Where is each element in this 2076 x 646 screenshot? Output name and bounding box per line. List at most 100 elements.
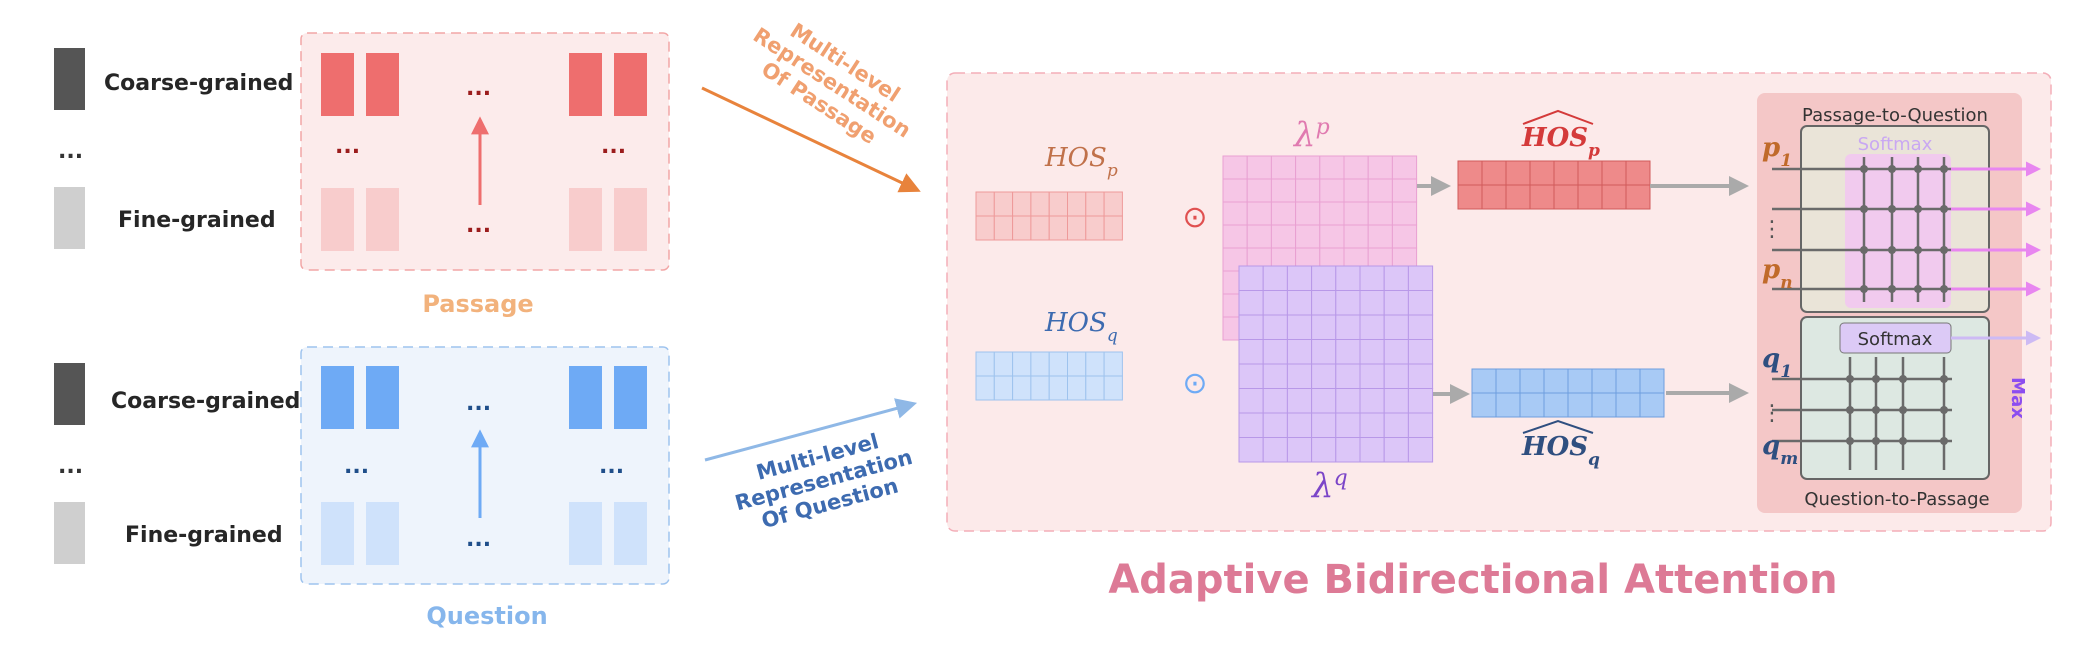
p2q-highlight — [1845, 154, 1951, 308]
matrix-cell — [1383, 412, 1409, 438]
matrix-cell — [1246, 178, 1272, 203]
matrix-cell — [1012, 191, 1032, 217]
p2q-output-arrows — [1951, 161, 2041, 297]
lambda-q-label: λq — [1310, 466, 1348, 507]
attention-node — [1860, 246, 1868, 254]
matrix-cell — [1335, 265, 1361, 291]
matrix-cell — [1246, 224, 1272, 249]
fine-swatch — [54, 502, 85, 564]
matrix-cell — [975, 375, 995, 401]
fine-swatch — [54, 187, 85, 249]
matrix-cell — [1519, 368, 1545, 394]
matrix-cell — [1246, 201, 1272, 226]
hos-q-matrix — [975, 351, 1123, 401]
matrix-cell — [1286, 339, 1313, 365]
p2q-dots: ⋮ — [1761, 217, 1783, 242]
matrix-cell — [1262, 314, 1288, 340]
matrix-cell — [1262, 339, 1288, 365]
matrix-cell — [1270, 224, 1297, 249]
coarse-block — [366, 53, 399, 116]
matrix-cell — [1407, 339, 1434, 365]
matrix-cell — [1238, 412, 1264, 438]
attention-node — [1888, 285, 1896, 293]
matrix-cell — [1238, 363, 1264, 389]
matrix-cell — [1553, 160, 1579, 186]
attention-node — [1899, 406, 1907, 414]
matrix-cell — [1567, 368, 1593, 394]
matrix-cell — [1286, 363, 1313, 389]
matrix-cell — [1457, 184, 1483, 210]
matrix-cell — [1286, 412, 1313, 438]
hat-mark — [1522, 109, 1594, 125]
dots: ... — [335, 134, 360, 159]
matrix-cell — [1391, 224, 1418, 249]
matrix-cell — [975, 215, 995, 241]
matrix-cell — [1030, 191, 1050, 217]
matrix-cell — [1238, 314, 1264, 340]
matrix-cell — [1367, 224, 1393, 249]
hos-p-hat-label: HOSp — [1521, 123, 1600, 161]
passage-flow-arrow: Multi-level Representation Of Passage — [701, 18, 921, 193]
matrix-cell — [1335, 388, 1361, 414]
matrix-cell — [1103, 351, 1123, 377]
passage-panel: ... ... ... ... Passage — [300, 32, 670, 318]
matrix-cell — [1319, 155, 1345, 180]
matrix-cell — [1311, 314, 1337, 340]
coarse-label: Coarse-grained — [111, 389, 300, 414]
matrix-cell — [1359, 437, 1385, 463]
matrix-cell — [1471, 392, 1497, 418]
legend-dots: ... — [58, 454, 83, 479]
matrix-cell — [1262, 412, 1288, 438]
matrix-cell — [1407, 265, 1434, 291]
matrix-cell — [1311, 412, 1337, 438]
fine-block — [569, 188, 602, 251]
matrix-cell — [1286, 437, 1313, 463]
matrix-cell — [1543, 368, 1569, 394]
matrix-cell — [1270, 155, 1297, 180]
p2q-title: Passage-to-Question — [1802, 105, 1988, 126]
attention-node — [1940, 437, 1948, 445]
attention-node — [1846, 406, 1854, 414]
q2p-dots: ⋮ — [1761, 401, 1783, 426]
matrix-cell — [1311, 363, 1337, 389]
matrix-cell — [1085, 191, 1105, 217]
hos-p-label: HOSp — [1044, 143, 1118, 181]
matrix-cell — [1048, 215, 1068, 241]
attention-node — [1860, 165, 1868, 173]
q2p-title: Question-to-Passage — [1804, 489, 1989, 510]
fine-block — [321, 502, 354, 565]
fine-block — [569, 502, 602, 565]
matrix-cell — [1567, 392, 1593, 418]
matrix-cell — [1625, 184, 1651, 210]
matrix-cell — [1391, 201, 1418, 226]
matrix-cell — [1359, 314, 1385, 340]
matrix-cell — [1262, 388, 1288, 414]
matrix-cell — [1407, 290, 1434, 316]
attention-node — [1940, 246, 1948, 254]
coarse-block — [321, 53, 354, 116]
matrix-cell — [1311, 437, 1337, 463]
matrix-cell — [1615, 368, 1641, 394]
matrix-cell — [1481, 160, 1507, 186]
passage-caption: Passage — [422, 290, 533, 318]
matrix-cell — [1495, 392, 1521, 418]
matrix-cell — [1319, 178, 1345, 203]
attention-node — [1914, 205, 1922, 213]
matrix-cell — [1343, 155, 1369, 180]
matrix-cell — [1319, 224, 1345, 249]
coarse-label: Coarse-grained — [104, 71, 293, 96]
matrix-cell — [1407, 388, 1434, 414]
q2p-row-q1: q1 — [1762, 344, 1792, 382]
matrix-cell — [1505, 160, 1531, 186]
matrix-cell — [1012, 351, 1032, 377]
attention-node — [1940, 205, 1948, 213]
matrix-cell — [1295, 178, 1321, 203]
matrix-cell — [1238, 265, 1264, 291]
matrix-cell — [1286, 265, 1313, 291]
matrix-cell — [1335, 290, 1361, 316]
q2p-grid — [1772, 357, 1952, 470]
matrix-cell — [1615, 392, 1641, 418]
matrix-cell — [1601, 184, 1627, 210]
matrix-cell — [1262, 265, 1288, 291]
question-flow-arrow: Multi-level Representation Of Question — [704, 398, 918, 533]
